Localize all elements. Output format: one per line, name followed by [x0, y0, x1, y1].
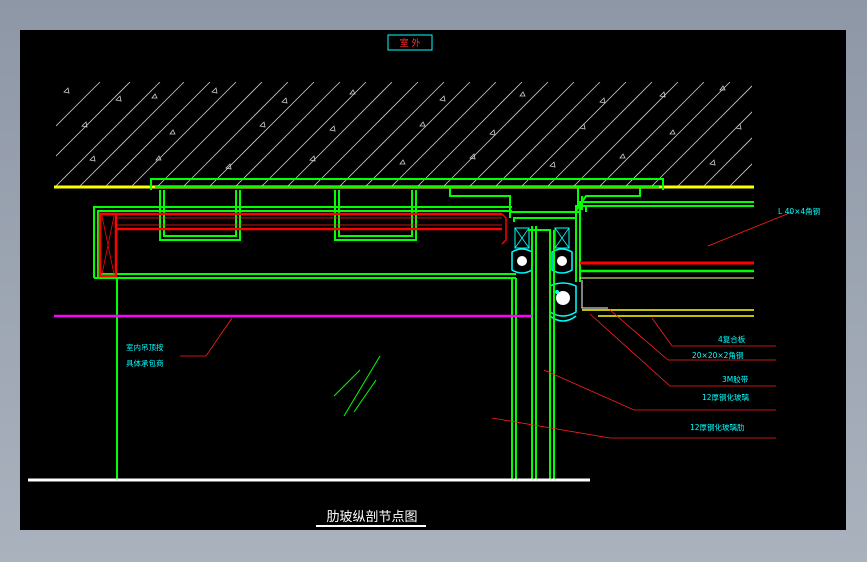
leader-lines — [180, 211, 793, 439]
header-label-box: 室 外 — [387, 34, 433, 51]
section-drawing: 室 外 — [28, 34, 820, 527]
drawing-title: 肋玻纵剖节点图 — [326, 510, 417, 525]
glass-mullion-assembly — [509, 211, 581, 480]
label-steel-20: 20×20×2角钢 — [692, 350, 743, 360]
drawing-title-group: 肋玻纵剖节点图 — [316, 510, 426, 527]
label-rib-glass-12: 12厚钢化玻璃肋 — [690, 422, 745, 432]
header-label: 室 外 — [400, 37, 421, 49]
annotations: L 40×4角钢 室内吊顶按 具体承包商 4复合板 20×20×2角钢 3M胶带… — [126, 206, 820, 432]
drawing-canvas[interactable]: 室 外 — [20, 30, 846, 530]
label-angle-steel: L 40×4角钢 — [778, 206, 820, 216]
label-indoor-2: 具体承包商 — [126, 358, 164, 368]
label-indoor-1: 室内吊顶按 — [126, 342, 164, 352]
label-tape-3m: 3M胶带 — [722, 374, 749, 384]
label-composite-board: 4复合板 — [718, 334, 746, 344]
label-glass-12: 12厚钢化玻璃 — [702, 392, 750, 402]
ceiling-frame — [93, 206, 516, 480]
right-side-members — [575, 201, 754, 317]
glass-reflection-marks — [333, 355, 381, 417]
concrete-slab-hatch — [56, 82, 752, 186]
